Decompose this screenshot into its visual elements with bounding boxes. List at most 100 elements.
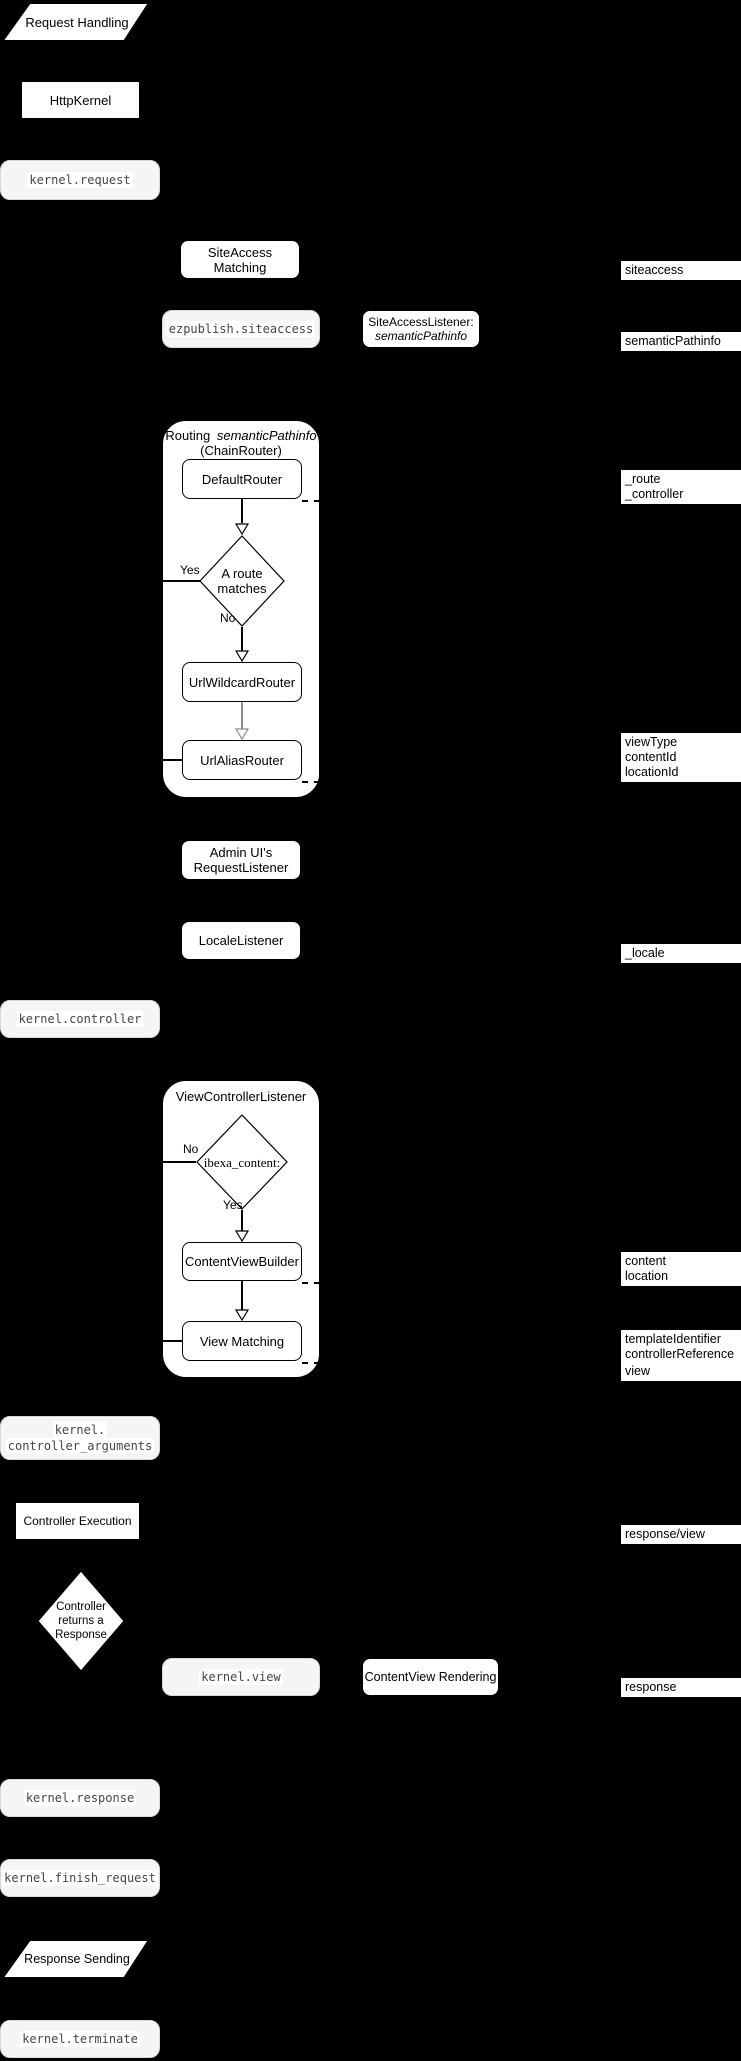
arrowhead-icon — [235, 650, 249, 662]
response-param-label: response — [621, 1678, 741, 1697]
contentid-param: contentId — [625, 750, 677, 764]
content-view-builder-node: ContentViewBuilder — [182, 1242, 302, 1281]
location-param: location — [625, 1269, 669, 1283]
kernel-terminate-event: kernel.terminate — [0, 2020, 160, 2058]
kernel-request-event: kernel.request — [0, 160, 160, 200]
kernel-finish-request-label: kernel.finish_request — [2, 1870, 158, 1886]
request-handling-label: Request Handling — [25, 14, 129, 30]
kernel-view-label: kernel.view — [199, 1669, 283, 1685]
kernel-controller-arguments-line2: controller_arguments — [5, 1438, 155, 1454]
ezpublish-siteaccess-label: ezpublish.siteaccess — [166, 321, 316, 337]
route-param: _route — [625, 472, 661, 486]
view-params-label: viewType contentId locationId — [621, 733, 741, 782]
gray-flow-line — [241, 702, 243, 729]
controller-returns-response-diamond — [37, 1570, 125, 1672]
dashed-output-line — [302, 781, 320, 783]
gray-arrowhead-icon — [235, 728, 249, 740]
yes-branch-line — [163, 580, 200, 582]
no-label: No — [183, 1142, 199, 1156]
response-sending-label: Response Sending — [24, 1951, 130, 1966]
view-matching-node: View Matching — [182, 1321, 302, 1361]
no-label: No — [220, 611, 236, 625]
arrowhead-icon — [235, 523, 249, 535]
ibexa-content-diamond — [196, 1114, 288, 1210]
kernel-controller-label: kernel.controller — [16, 1011, 144, 1027]
url-wildcard-router-label: UrlWildcardRouter — [188, 674, 296, 690]
url-alias-router-label: UrlAliasRouter — [200, 752, 284, 768]
content-param: content — [625, 1254, 667, 1268]
kernel-request-label: kernel.request — [27, 172, 133, 188]
locale-listener-node: LocaleListener — [181, 921, 301, 960]
url-alias-router-node: UrlAliasRouter — [182, 740, 302, 780]
siteaccess-listener-line2: semanticPathinfo — [374, 329, 468, 343]
view-matching-label: View Matching — [199, 1333, 285, 1349]
parallelogram-shape — [3, 1940, 149, 1978]
kernel-controller-arguments-event: kernel. controller_arguments — [0, 1416, 160, 1460]
arrowhead-icon — [235, 1309, 249, 1321]
admin-ui-line1: Admin UI's — [209, 845, 273, 860]
yes-label: Yes — [180, 563, 200, 577]
ezpublish-siteaccess-event: ezpublish.siteaccess — [162, 310, 320, 348]
siteaccess-param-label: siteaccess — [621, 261, 741, 280]
controller-execution-label: Controller Execution — [23, 1513, 132, 1528]
url-wildcard-router-node: UrlWildcardRouter — [182, 662, 302, 702]
semantic-pathinfo-param-label: semanticPathinfo — [621, 332, 741, 351]
locale-listener-label: LocaleListener — [198, 933, 284, 948]
no-branch-line — [163, 1161, 196, 1163]
flow-line — [241, 1281, 243, 1310]
response-view-param-label: response/view — [621, 1525, 741, 1544]
flow-line — [241, 627, 243, 651]
controller-execution-node: Controller Execution — [15, 1502, 140, 1540]
merge-line — [163, 759, 182, 761]
request-handling-node: Request Handling — [3, 3, 151, 41]
admin-ui-line2: RequestListener — [193, 860, 289, 875]
ibexa-content-label: ibexa_content: — [203, 1154, 281, 1170]
dashed-output-line — [302, 500, 320, 502]
route-matches-line1: A route — [221, 566, 263, 581]
controller-param: _controller — [625, 487, 684, 501]
locationid-param: locationId — [625, 765, 679, 779]
siteaccess-matching-node: SiteAccess Matching — [180, 240, 300, 279]
view-controller-listener-container: ViewControllerListener ibexa_content: No… — [162, 1080, 320, 1378]
contentview-rendering-label: ContentView Rendering — [364, 1669, 497, 1684]
controller-reference-param: controllerReference — [625, 1347, 735, 1361]
merge-line — [163, 1340, 182, 1342]
admin-ui-request-listener-node: Admin UI's RequestListener — [181, 840, 301, 880]
routing-container: Routing semanticPathinfo (ChainRouter) D… — [162, 420, 320, 798]
httpkernel-node: HttpKernel — [21, 81, 140, 119]
returns-response-line1: Controller — [56, 1601, 106, 1613]
contentview-rendering-node: ContentView Rendering — [362, 1658, 499, 1696]
flow-line — [241, 1210, 243, 1231]
view-param-label: view — [621, 1362, 741, 1381]
kernel-finish-request-event: kernel.finish_request — [0, 1859, 160, 1897]
routing-title: Routing semanticPathinfo — [163, 428, 319, 443]
siteaccess-matching-label: SiteAccess Matching — [207, 244, 273, 275]
kernel-view-event: kernel.view — [162, 1658, 320, 1696]
locale-param-label: _locale — [621, 944, 741, 963]
route-params-label: _route _controller — [621, 470, 741, 504]
default-router-node: DefaultRouter — [182, 459, 302, 499]
routing-title-word: Routing — [165, 428, 211, 443]
kernel-controller-event: kernel.controller — [0, 1000, 160, 1038]
siteaccess-listener-node: SiteAccessListener: semanticPathinfo — [362, 310, 480, 348]
arrowhead-icon — [235, 1230, 249, 1242]
response-sending-node: Response Sending — [3, 1940, 151, 1978]
route-matches-diamond — [199, 535, 285, 627]
route-matches-line2: matches — [217, 581, 267, 596]
kernel-response-label: kernel.response — [23, 1790, 137, 1806]
returns-response-line2: returns a — [58, 1615, 104, 1627]
yes-label: Yes — [223, 1198, 243, 1212]
kernel-response-event: kernel.response — [0, 1779, 160, 1817]
parallelogram-shape — [3, 3, 149, 41]
dashed-output-line — [302, 1362, 320, 1364]
template-identifier-param: templateIdentifier — [625, 1332, 721, 1346]
content-view-builder-label: ContentViewBuilder — [185, 1254, 299, 1269]
kernel-terminate-label: kernel.terminate — [20, 2031, 140, 2047]
viewtype-param: viewType — [625, 735, 678, 749]
routing-title-italic: semanticPathinfo — [216, 428, 317, 443]
routing-title-line2: (ChainRouter) — [200, 443, 282, 458]
returns-response-line3: Response — [55, 1629, 107, 1641]
view-controller-listener-title: ViewControllerListener — [175, 1089, 307, 1104]
default-router-label: DefaultRouter — [201, 471, 283, 487]
